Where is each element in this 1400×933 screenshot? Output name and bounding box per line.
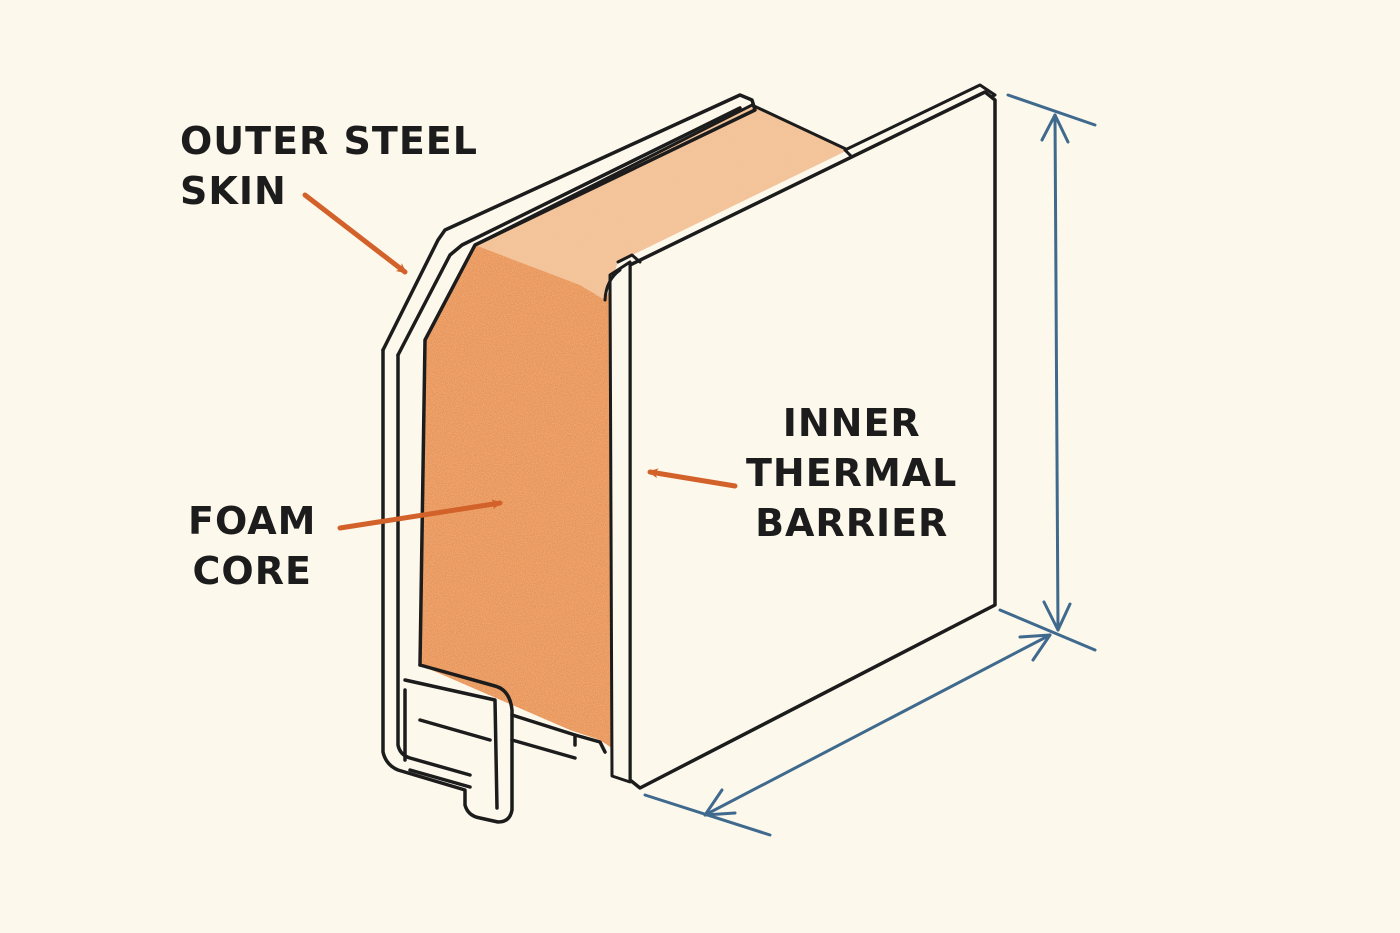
foam-core-arrow — [337, 499, 503, 531]
inner-thermal-barrier-label-line-1: INNER — [782, 401, 921, 445]
foam-core-face — [420, 245, 622, 755]
depth-arrow-right — [1018, 633, 1052, 662]
foam-core-label-line-1: FOAM — [188, 499, 317, 543]
outer-steel-skin — [381, 93, 757, 824]
height-arrow-bottom — [1042, 600, 1072, 632]
depth-dimension-line — [703, 633, 1052, 817]
height-arrow-top — [1040, 113, 1070, 144]
outer-steel-skin-label-line-1: OUTER STEEL — [180, 119, 478, 163]
callout-arrows — [302, 192, 738, 531]
outer-steel-skin-arrow — [302, 192, 408, 275]
foam-core-label-line-2: CORE — [192, 549, 312, 593]
dimension-lines — [643, 93, 1097, 837]
foam-core-label: FOAM CORE — [188, 496, 316, 596]
outer-steel-skin-label: OUTER STEEL SKIN — [180, 116, 478, 216]
outer-steel-skin-label-line-2: SKIN — [180, 169, 287, 213]
height-dimension-line — [1053, 113, 1060, 632]
height-dimension-extension-bottom — [998, 608, 1097, 652]
inner-thermal-barrier-arrow — [647, 468, 738, 489]
inner-thermal-barrier-label-line-2: THERMAL — [746, 451, 958, 495]
depth-arrow-left — [703, 788, 737, 817]
height-dimension-extension-top — [1006, 93, 1097, 127]
inner-thermal-barrier-label-line-3: BARRIER — [755, 501, 949, 545]
inner-thermal-barrier-label: INNER THERMAL BARRIER — [746, 398, 957, 548]
inner-thermal-barrier-panel — [603, 83, 997, 790]
